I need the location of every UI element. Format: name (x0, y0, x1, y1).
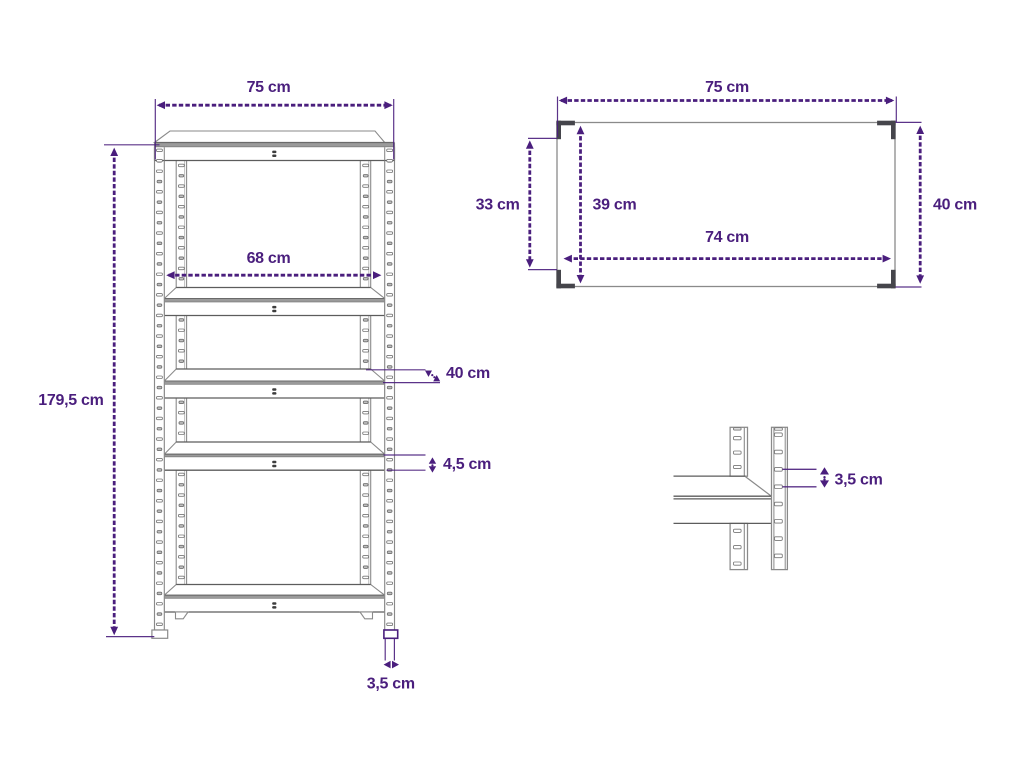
svg-text:75 cm: 75 cm (247, 79, 291, 96)
svg-text:39 cm: 39 cm (593, 197, 637, 214)
svg-text:4,5 cm: 4,5 cm (443, 456, 491, 473)
svg-text:40 cm: 40 cm (446, 365, 490, 382)
svg-text:40 cm: 40 cm (933, 197, 977, 214)
svg-text:33 cm: 33 cm (476, 197, 520, 214)
svg-text:68 cm: 68 cm (247, 250, 291, 267)
svg-text:3,5 cm: 3,5 cm (367, 676, 415, 693)
svg-text:3,5 cm: 3,5 cm (835, 472, 883, 489)
svg-text:74 cm: 74 cm (705, 229, 749, 246)
svg-text:75 cm: 75 cm (705, 79, 749, 96)
svg-text:179,5 cm: 179,5 cm (38, 392, 103, 409)
